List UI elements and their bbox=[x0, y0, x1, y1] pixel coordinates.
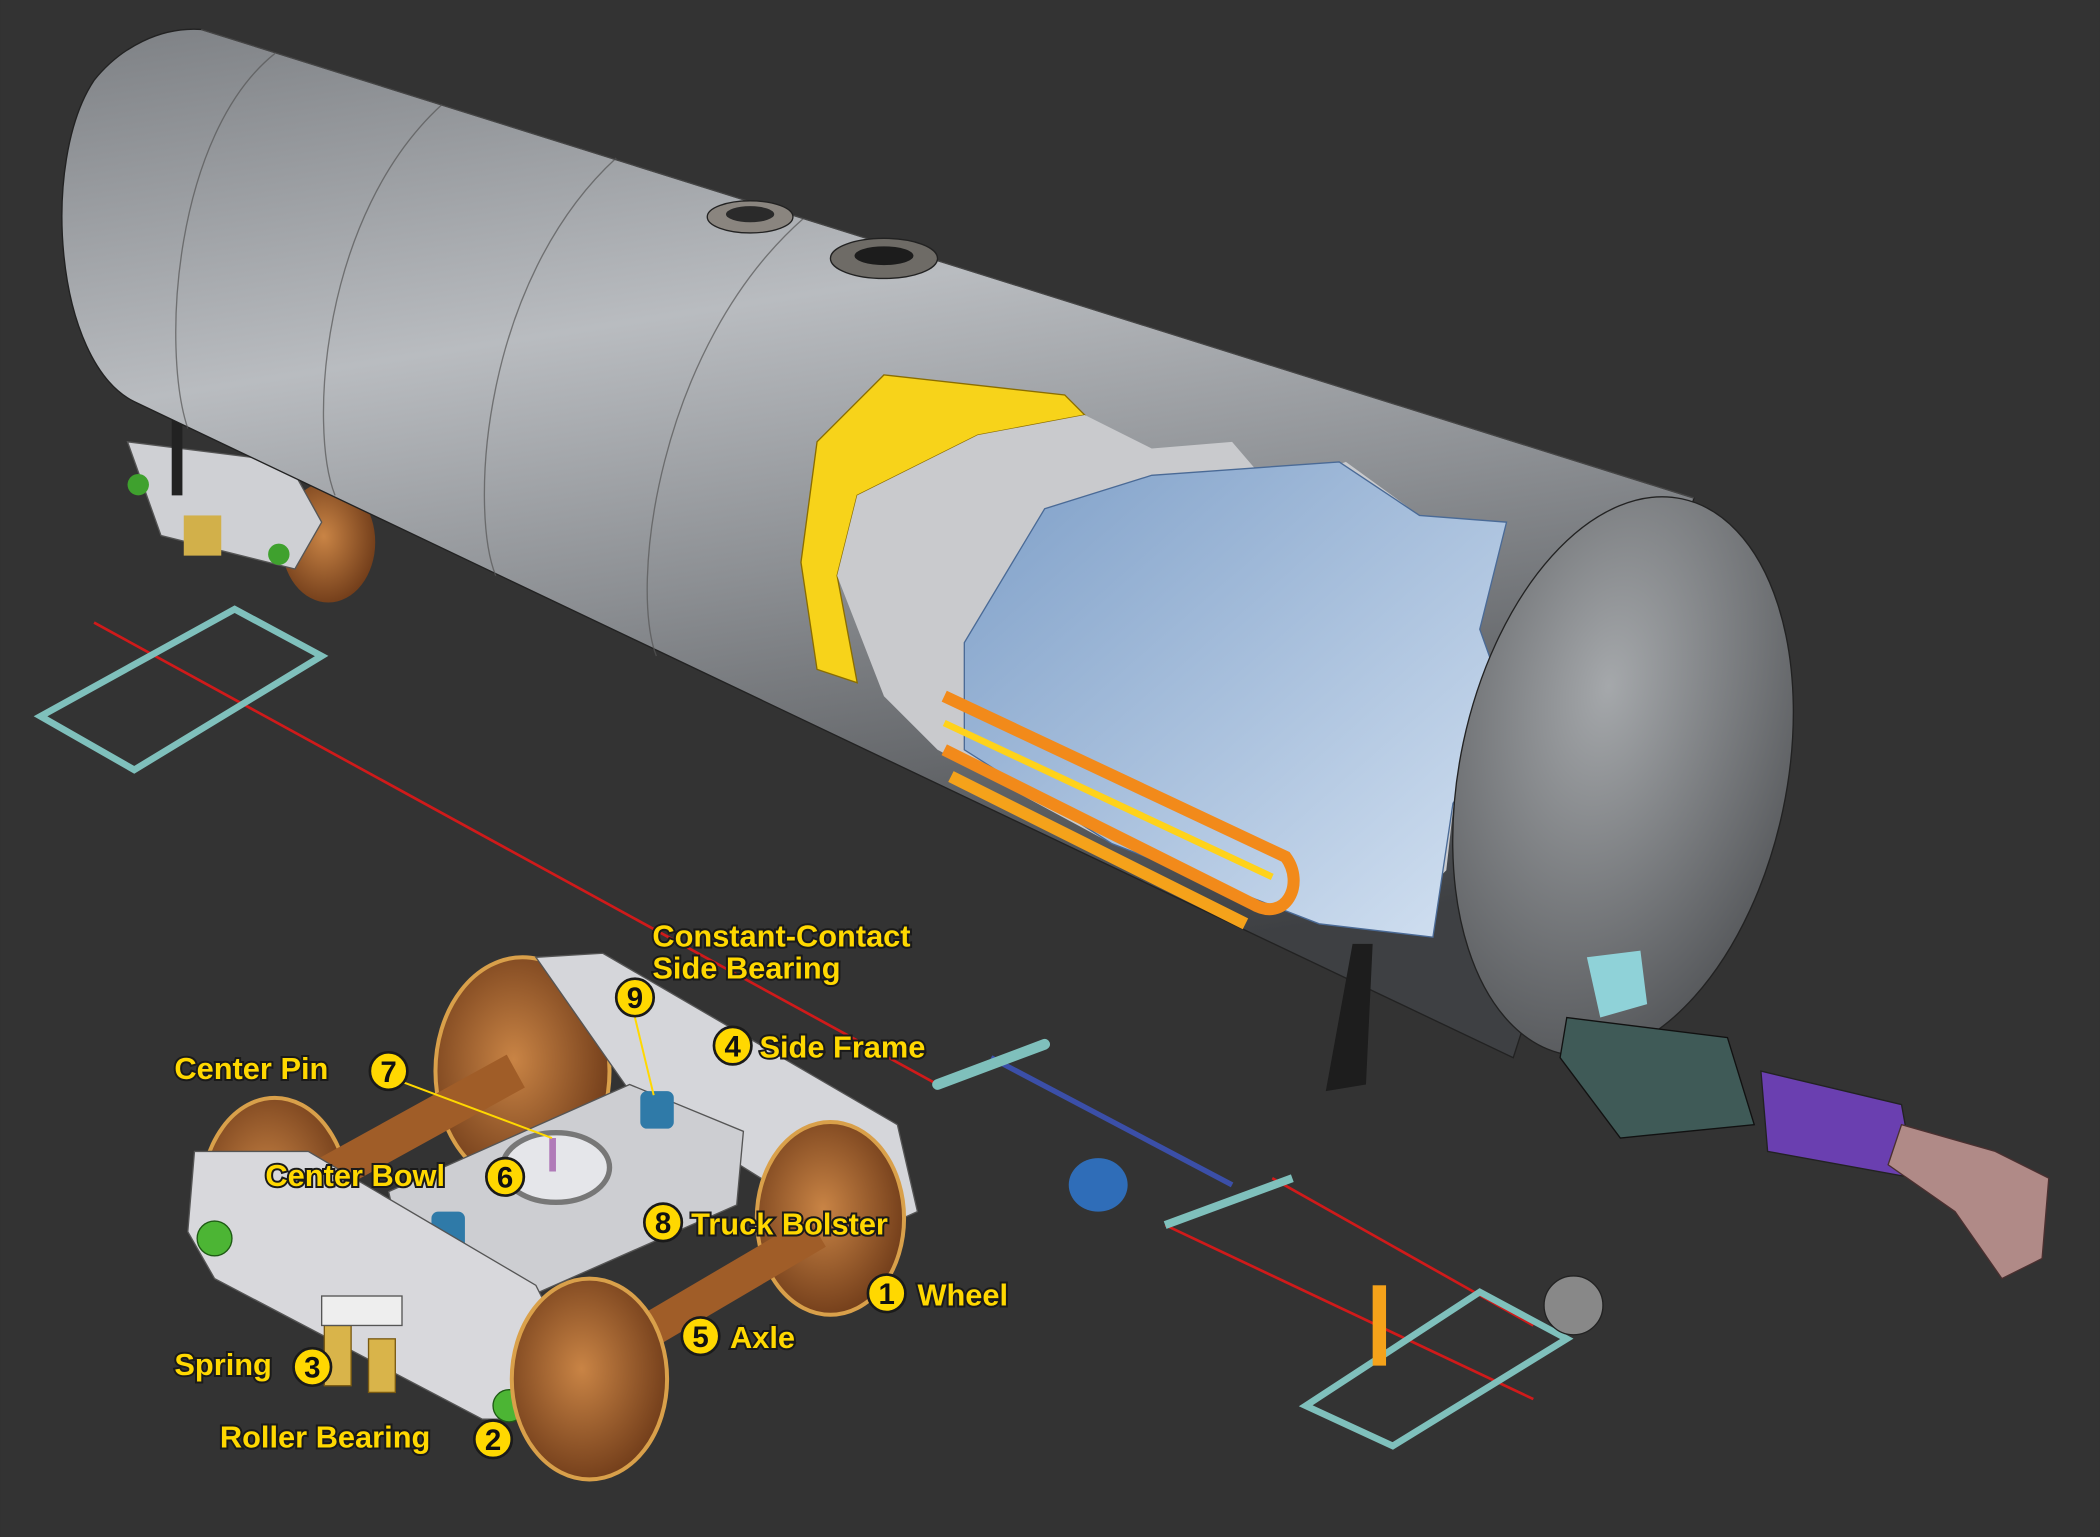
bolster-post bbox=[1325, 943, 1373, 1092]
svg-text:Truck Bolster: Truck Bolster bbox=[691, 1206, 888, 1241]
truck-assembly bbox=[187, 952, 919, 1482]
svg-text:Axle: Axle bbox=[730, 1320, 795, 1355]
center-pin bbox=[549, 1138, 556, 1172]
side-bearing bbox=[640, 1091, 674, 1129]
heating-coils bbox=[941, 690, 1300, 930]
svg-text:Center Pin: Center Pin bbox=[174, 1051, 328, 1086]
svg-text:5: 5 bbox=[692, 1321, 708, 1354]
svg-text:Side Bearing: Side Bearing bbox=[652, 951, 840, 986]
wheel-front-left bbox=[509, 1276, 670, 1482]
svg-text:Roller Bearing: Roller Bearing bbox=[220, 1419, 430, 1454]
manway bbox=[706, 200, 939, 280]
svg-text:4: 4 bbox=[725, 1030, 742, 1063]
svg-text:2: 2 bbox=[485, 1424, 501, 1457]
svg-text:6: 6 bbox=[497, 1162, 513, 1195]
label-5: 5 Axle bbox=[680, 1316, 797, 1357]
rear-truck bbox=[126, 374, 376, 603]
svg-text:Side Frame: Side Frame bbox=[759, 1030, 925, 1065]
svg-text:9: 9 bbox=[627, 982, 643, 1015]
svg-text:Center Bowl: Center Bowl bbox=[265, 1158, 445, 1193]
label-7: Center Pin 7 bbox=[172, 1049, 409, 1092]
brake-rigging bbox=[33, 605, 1604, 1450]
label-3: Spring 3 bbox=[172, 1345, 333, 1388]
axle-back bbox=[312, 1054, 525, 1195]
coupler-assembly bbox=[1559, 950, 2050, 1280]
label-2: Roller Bearing 2 bbox=[218, 1417, 514, 1460]
label-6: Center Bowl 6 bbox=[263, 1156, 526, 1197]
tank-shell bbox=[61, 28, 1795, 1092]
svg-text:1: 1 bbox=[878, 1278, 894, 1311]
label-9: Constant-Contact Side Bearing 9 bbox=[614, 917, 913, 1018]
label-8: 8 Truck Bolster bbox=[642, 1202, 890, 1243]
svg-text:Wheel: Wheel bbox=[917, 1277, 1008, 1312]
wheel-front-right bbox=[754, 1119, 907, 1317]
svg-text:7: 7 bbox=[380, 1056, 396, 1089]
svg-text:3: 3 bbox=[304, 1352, 320, 1385]
svg-text:Spring: Spring bbox=[174, 1347, 271, 1382]
leader-line-9 bbox=[633, 1017, 655, 1096]
svg-text:Constant-Contact: Constant-Contact bbox=[652, 919, 910, 954]
label-1: 1 Wheel bbox=[866, 1273, 1010, 1314]
svg-text:8: 8 bbox=[655, 1207, 671, 1240]
roller-bearing bbox=[196, 1220, 233, 1257]
label-4: 4 Side Frame bbox=[712, 1025, 927, 1067]
leader-line-7 bbox=[401, 1080, 553, 1139]
